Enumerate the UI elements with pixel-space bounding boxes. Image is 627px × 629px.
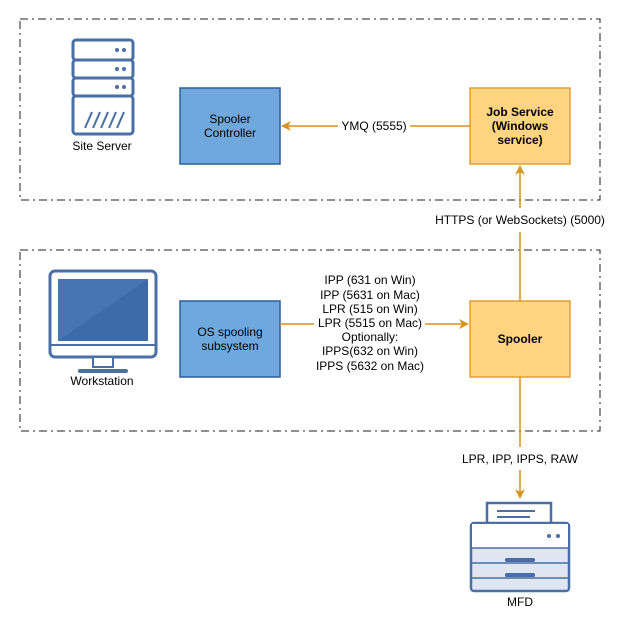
https-label: HTTPS (or WebSockets) (5000) [435,213,605,227]
printer-icon [469,501,571,593]
ymq-label: YMQ (5555) [341,119,406,133]
spooler-box [469,300,571,378]
spooler-label: Spooler [498,332,543,346]
job-service-box [469,87,571,165]
printer-protocols-label: LPR, IPP, IPPS, RAW [462,452,579,466]
workstation-label: Workstation [70,374,133,388]
monitor-icon [48,269,158,373]
os-spooling-line-1: OS spooling [197,325,262,339]
os-spooling-line-2: subsystem [201,339,258,353]
protocol-line-7: IPPS (5632 on Mac) [316,359,424,373]
mfd-label: MFD [507,595,533,609]
os-spooling-box [179,300,281,378]
site-server-label: Site Server [72,139,131,153]
protocol-line-3: LPR (515 on Win) [322,302,417,316]
job-service-line-3: service) [497,133,542,147]
protocol-line-4: LPR (5515 on Mac) [318,316,422,330]
protocol-labels: IPP (631 on Win) IPP (5631 on Mac) LPR (… [316,273,424,373]
spooler-controller-box [179,87,281,165]
spooler-controller-line-2: Controller [204,126,256,140]
protocol-line-6: IPPS(632 on Win) [322,344,418,358]
job-service-line-1: Job Service [486,105,554,119]
protocol-line-2: IPP (5631 on Mac) [320,288,420,302]
workstation-zone [19,249,601,432]
job-service-line-2: (Windows [492,119,549,133]
protocol-line-5: Optionally: [342,330,399,344]
server-icon [71,38,135,136]
spooler-controller-line-1: Spooler [209,112,250,126]
server-zone [19,18,601,201]
protocol-line-1: IPP (631 on Win) [324,273,415,287]
